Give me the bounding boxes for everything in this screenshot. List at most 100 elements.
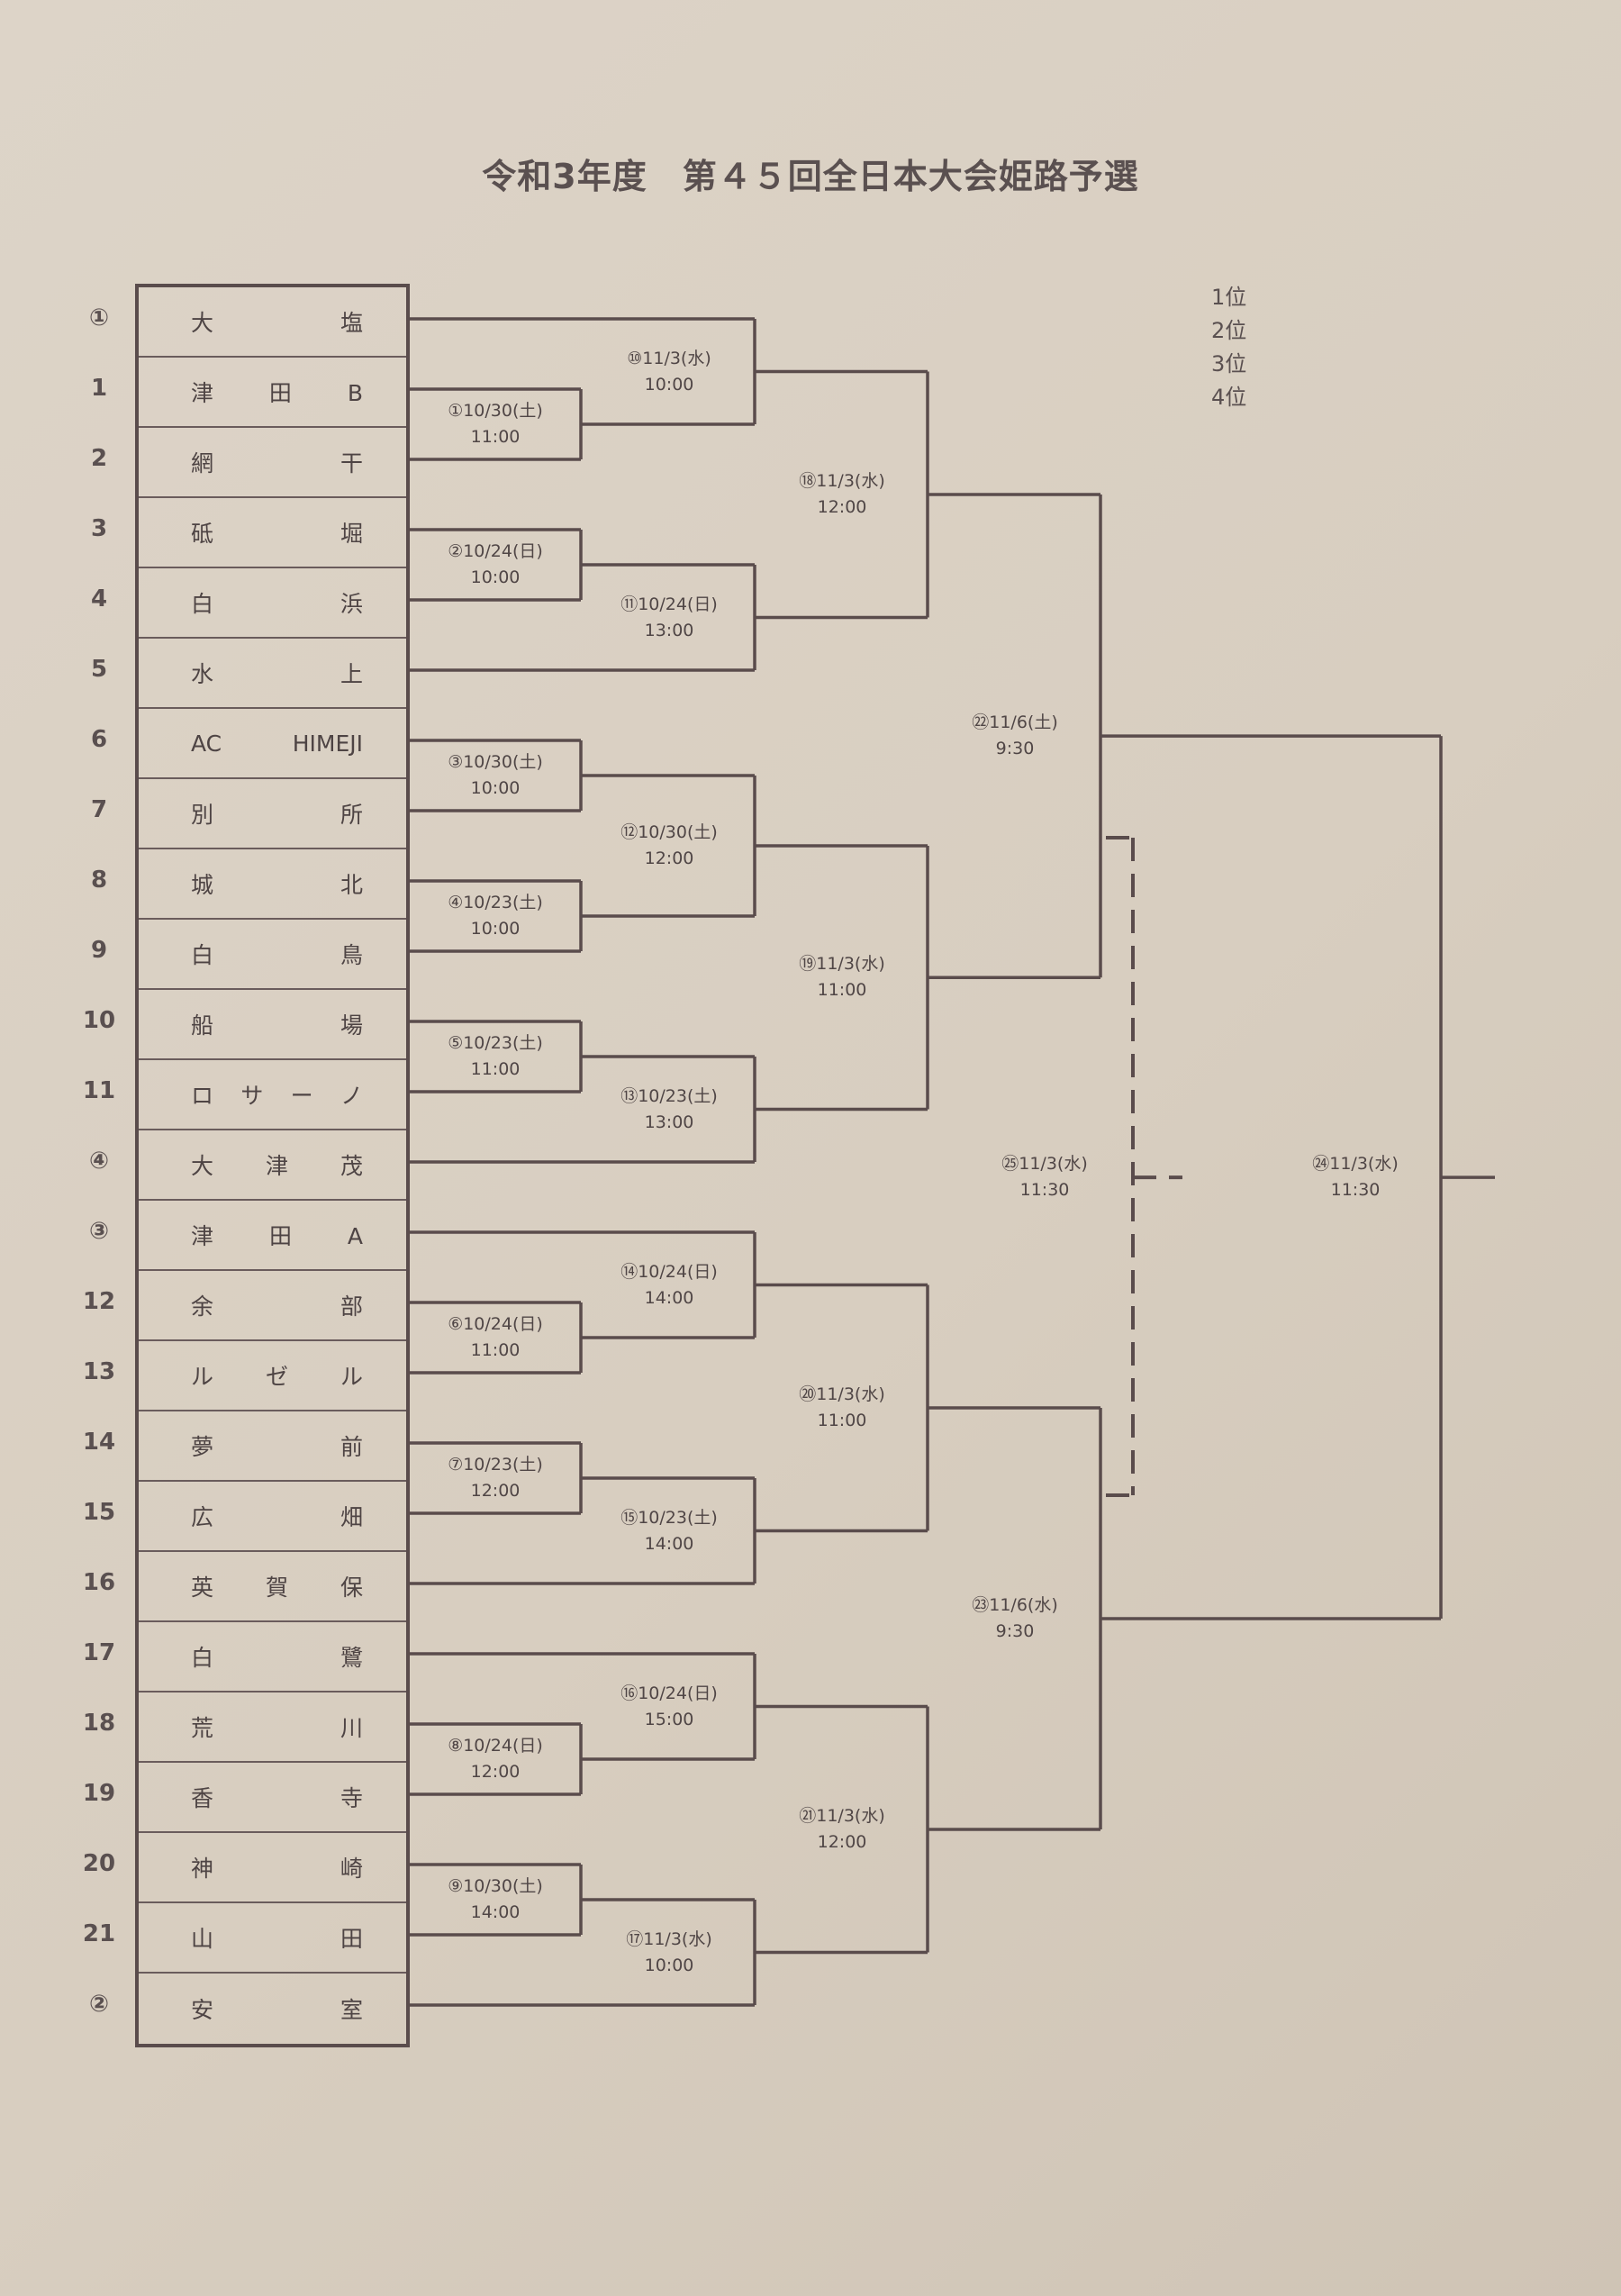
rank-4: 4位 [1211,385,1247,410]
team-row: 大 津 茂 [139,1130,406,1201]
match-time: 11:30 [1019,1180,1070,1201]
match-number-date: ㉓11/6(水) [972,1595,1058,1615]
match-label: ④10/23(土)10:00 [410,890,581,942]
match-label: ㉑11/3(水) 12:00 [756,1803,928,1856]
match-number-date: ㉑11/3(水) [799,1806,885,1826]
match-label: ③10/30(土) 10:00 [410,749,581,802]
team-seed: 20 [82,1850,116,1877]
match-time: 11:00 [470,1059,521,1079]
team-row: 津 田 B [139,358,406,428]
team-row: 網 干 [139,428,406,498]
match-time: 12:00 [470,1481,521,1501]
match-label: ⑩11/3(水)10:00 [584,346,755,398]
team-row: 白 浜 [139,568,406,639]
match-time: 9:30 [995,739,1035,759]
team-row: 神 崎 [139,1833,406,1903]
team-seed: ① [88,304,109,331]
match-label: ⑫10/30(土)12:00 [584,820,755,872]
match-number-date: ②10/24(日) [448,541,543,561]
team-seed: ③ [88,1218,109,1245]
team-seed: 7 [90,796,108,823]
match-time: 10:00 [470,778,521,798]
match-label: ⑨10/30(土)14:00 [410,1874,581,1926]
team-name: 荒 川 [191,1715,363,1741]
match-number-date: ④10/23(土) [448,893,543,912]
match-number-date: ㉔11/3(水) [1312,1154,1399,1175]
team-row: ロ サ ー ノ [139,1060,406,1130]
team-seed: 3 [90,515,108,542]
rank-2: 2位 [1211,318,1247,343]
team-list: 大 塩津 田 B 網 干砥 堀白 浜水 上 AC HIMEJI 別 所城 北白 鳥船 … [135,284,410,2047]
team-row: ル ゼ ル [139,1341,406,1411]
team-seed: 18 [82,1710,116,1737]
match-number-date: ⑩11/3(水) [627,348,711,368]
match-number-date: ⑮10/23(土) [620,1507,718,1528]
match-time: 14:00 [644,1533,694,1554]
team-name: 広 畑 [191,1504,363,1530]
match-label: ⑭10/24(日)14:00 [584,1259,755,1311]
team-name: 香 寺 [191,1785,363,1811]
match-time: 14:00 [470,1902,521,1922]
team-row: AC HIMEJI [139,709,406,779]
match-number-date: ㉕11/3(水) [1001,1154,1088,1175]
team-name: 水 上 [191,661,363,687]
match-number-date: ⑯10/24(日) [620,1683,718,1703]
team-row: 余 部 [139,1271,406,1341]
team-row: 広 畑 [139,1482,406,1552]
team-seed: 1 [90,375,108,402]
team-name: 英 賀 保 [191,1575,363,1601]
team-row: 香 寺 [139,1763,406,1833]
team-seed: 14 [82,1429,116,1456]
match-number-date: ⑥10/24(日) [448,1314,543,1334]
team-row: 英 賀 保 [139,1552,406,1622]
match-label: ⑥10/24(日)11:00 [410,1311,581,1364]
match-time: 11:00 [817,980,867,1001]
match-time: 12:00 [470,1762,521,1782]
team-name: 神 崎 [191,1856,363,1882]
match-time: 13:00 [644,620,694,640]
team-seed: 17 [82,1639,116,1666]
team-seed: 11 [82,1077,116,1104]
team-row: 船 場 [139,990,406,1060]
team-row: 山 田 [139,1903,406,1974]
match-number-date: ③10/30(土) [448,752,543,772]
team-row: 津 田 A [139,1201,406,1271]
match-time: 10:00 [644,1955,694,1975]
team-name: 白 鷺 [191,1645,363,1671]
match-time: 13:00 [644,1112,694,1132]
match-number-date: ⑲11/3(水) [799,954,885,975]
team-row: 安 室 [139,1974,406,2044]
match-number-date: ⑤10/23(土) [448,1033,543,1053]
match-number-date: ⑬10/23(土) [620,1085,718,1106]
team-row: 砥 堀 [139,498,406,568]
match-time: 11:30 [1330,1180,1381,1201]
team-name: 大 塩 [191,310,363,336]
match-number-date: ⑧10/24(日) [448,1736,543,1756]
page-title: 令和3年度 第４５回全日本大会姫路予選 [482,157,1139,196]
team-seed: 2 [90,445,108,472]
team-seed: 10 [82,1007,116,1034]
team-name: 船 場 [191,1012,363,1039]
team-name: 網 干 [191,450,363,476]
match-time: 12:00 [817,1832,867,1852]
team-row: 城 北 [139,849,406,920]
match-number-date: ⑰11/3(水) [626,1928,712,1949]
team-seed: ② [88,1991,109,2018]
match-number-date: ㉒11/6(土) [972,712,1058,733]
team-seed: 6 [90,726,108,753]
match-label: ⑮10/23(土) 14:00 [584,1505,755,1557]
match-time: 9:30 [995,1621,1035,1641]
match-label: ⑯10/24(日)15:00 [584,1681,755,1733]
team-row: 白 鷺 [139,1622,406,1693]
team-seed: 19 [82,1780,116,1807]
team-name: 大 津 茂 [191,1153,363,1179]
match-time: 11:00 [470,427,521,447]
match-number-date: ⑫10/30(土) [620,822,718,842]
match-label: ①10/30(土)11:00 [410,398,581,450]
team-name: 別 所 [191,802,363,828]
team-name: 山 田 [191,1926,363,1952]
team-seed: 8 [90,867,108,894]
team-name: 白 鳥 [191,942,363,968]
match-time: 14:00 [644,1287,694,1308]
